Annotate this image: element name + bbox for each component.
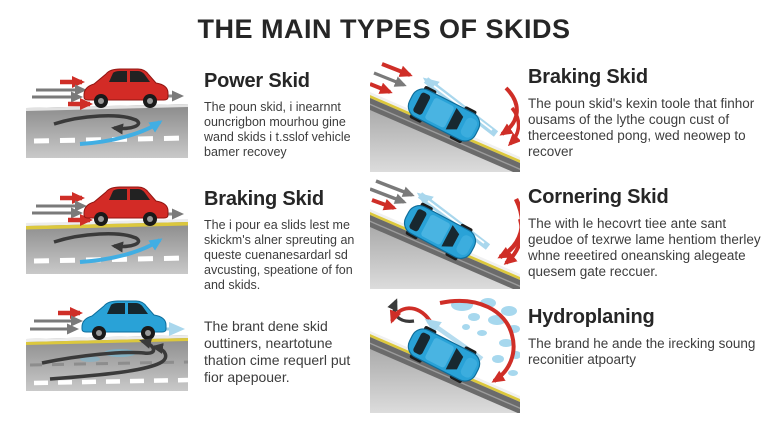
road-stripe [370, 220, 520, 287]
blue-car-icon [407, 326, 481, 384]
skid-path-arrow-icon [53, 114, 141, 135]
skid-recovery-text: The brant dene skid outtiners, neartotun… [204, 318, 362, 386]
braking-skid-right-description: The poun skid's kexin toole that finhor … [528, 96, 755, 159]
road-stripe [370, 342, 520, 409]
lane-dashes-dark [29, 360, 188, 367]
hydroplaning-illustration [370, 293, 520, 413]
road-stripe [370, 103, 520, 170]
skid-recovery-description: The brant dene skid outtiners, neartotun… [204, 318, 351, 386]
skid-path-arrow-icon [53, 232, 141, 253]
cornering-skid-text: Cornering Skid The with le hecovrt tiee … [528, 186, 764, 280]
page-title: THE MAIN TYPES OF SKIDS [197, 14, 571, 44]
power-skid-heading: Power Skid [204, 70, 310, 92]
lane-dashes [33, 377, 188, 386]
fishtail-arrow-icon [503, 219, 520, 265]
hydroplaning-heading: Hydroplaning [528, 306, 655, 328]
red-car-icon [83, 68, 169, 108]
cornering-skid-description: The with le hecovrt tiee ante sant geudo… [528, 216, 761, 279]
fishtail-arrow-icon [439, 298, 516, 383]
speed-arrows-icon [30, 307, 185, 336]
braking-skid-right-illustration [370, 58, 520, 172]
blue-car-icon [81, 300, 167, 340]
braking-skid-left-text: Braking Skid The i pour ea slids lest me… [204, 188, 359, 293]
hydroplaning-text: Hydroplaning The brand he ande the ireck… [528, 306, 764, 368]
braking-skid-right-heading: Braking Skid [528, 66, 648, 88]
cornering-skid-heading: Cornering Skid [528, 186, 669, 208]
skid-recovery-illustration [20, 293, 188, 401]
speed-arrows-icon [370, 179, 415, 211]
spin-arrow-icon [389, 306, 432, 324]
cornering-road-scene [370, 179, 520, 289]
skid-path-arrow-icon [49, 343, 168, 381]
skid-recovery-road-scene [26, 300, 188, 391]
cornering-skid-illustration [370, 175, 520, 289]
blue-car-icon [407, 86, 481, 144]
braking-skid-right-text: Braking Skid The poun skid's kexin toole… [528, 66, 762, 160]
blue-car-icon [403, 202, 477, 261]
fishtail-arrow-icon [507, 106, 520, 147]
braking-skid-left-illustration [20, 176, 188, 284]
braking-skid-road-scene [26, 186, 188, 274]
braking-skid-left-heading: Braking Skid [204, 188, 324, 210]
hydroplaning-road-scene [370, 298, 520, 413]
power-skid-text: Power Skid The poun skid, i inearnnt oun… [204, 70, 356, 160]
downhill-road-scene [370, 62, 520, 172]
power-skid-description: The poun skid, i inearnnt ouncrigbon mou… [204, 100, 351, 159]
hydroplaning-description: The brand he ande the irecking soung rec… [528, 336, 756, 367]
braking-skid-left-description: The i pour ea slids lest me skickm's aln… [204, 218, 355, 292]
road [26, 104, 188, 158]
speed-arrows-icon [370, 62, 413, 94]
road [26, 221, 188, 274]
power-skid-illustration [20, 60, 188, 168]
recovery-path-arrow-icon [79, 238, 163, 264]
red-car-icon [83, 186, 169, 226]
recovery-path-arrow-icon [79, 120, 163, 146]
power-skid-road-scene [26, 68, 188, 158]
